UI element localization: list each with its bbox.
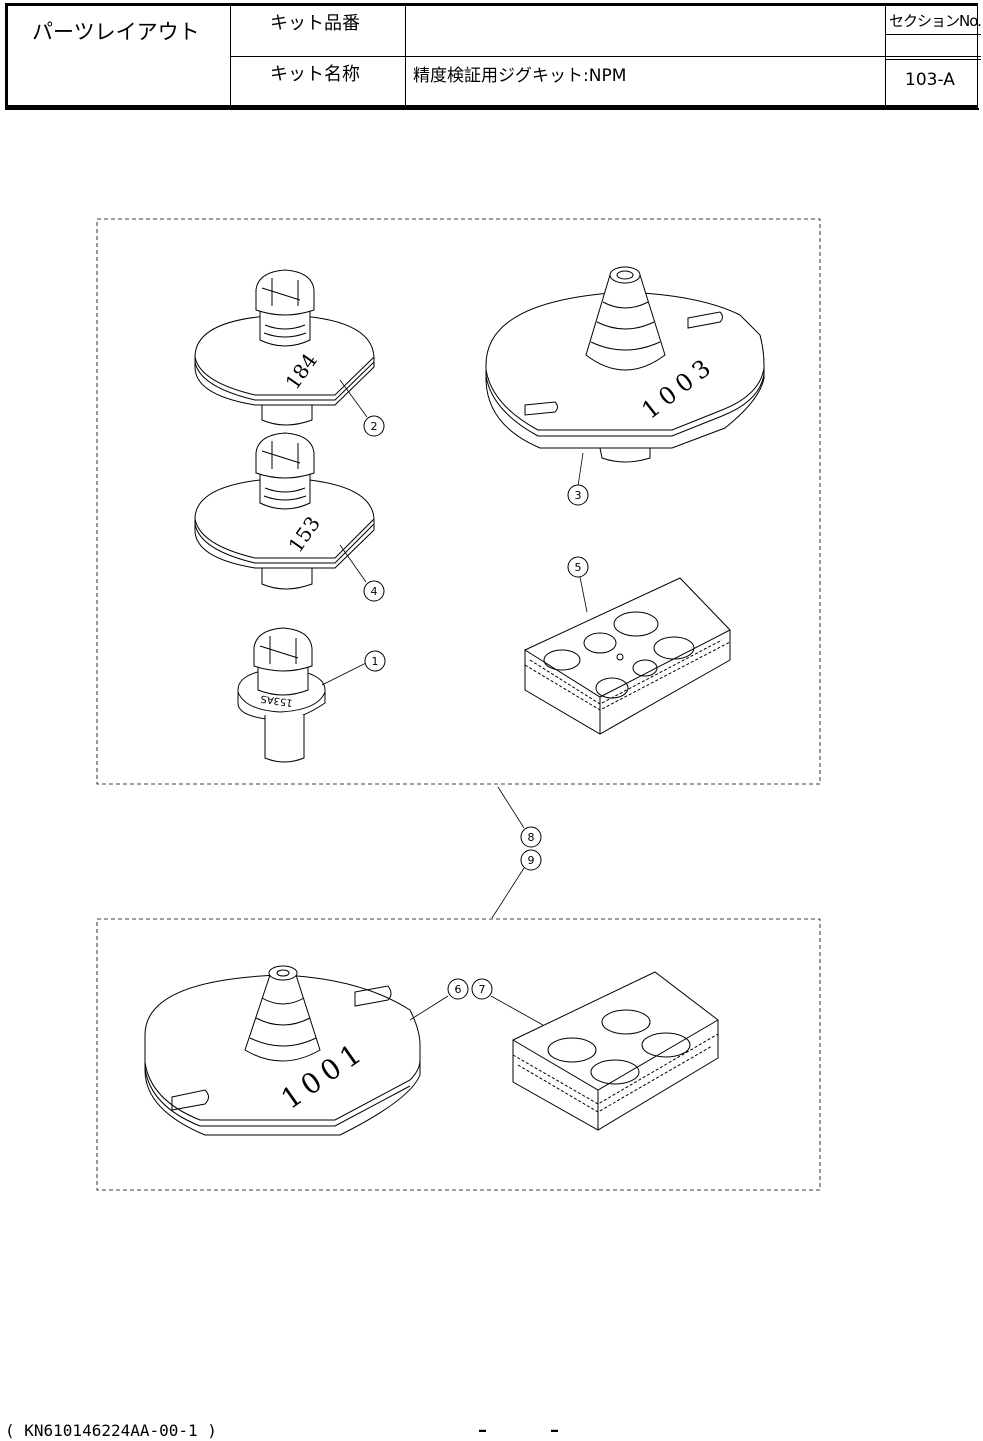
page-marker-left: – [478, 1420, 487, 1441]
nozzle-part-1 [238, 628, 325, 762]
jig-block-part-7 [513, 972, 718, 1130]
callout-8: 8 [528, 831, 535, 844]
callout-6: 6 [455, 983, 462, 996]
callout-3: 3 [575, 489, 582, 502]
callout-5: 5 [575, 561, 582, 574]
nozzle-part-4 [195, 433, 374, 589]
callout-9: 9 [528, 854, 535, 867]
callout-4: 4 [371, 585, 378, 598]
document-code: ( KN610146224AA-00-1 ) [5, 1421, 217, 1440]
nozzle-part-6 [145, 966, 420, 1135]
jig-block-part-5 [525, 578, 730, 734]
nozzle-part-3 [486, 267, 764, 462]
nozzle-part-2 [195, 270, 374, 425]
callout-7: 7 [479, 983, 486, 996]
callout-2: 2 [371, 420, 378, 433]
callout-1: 1 [372, 655, 379, 668]
page-marker-right: – [550, 1420, 559, 1441]
